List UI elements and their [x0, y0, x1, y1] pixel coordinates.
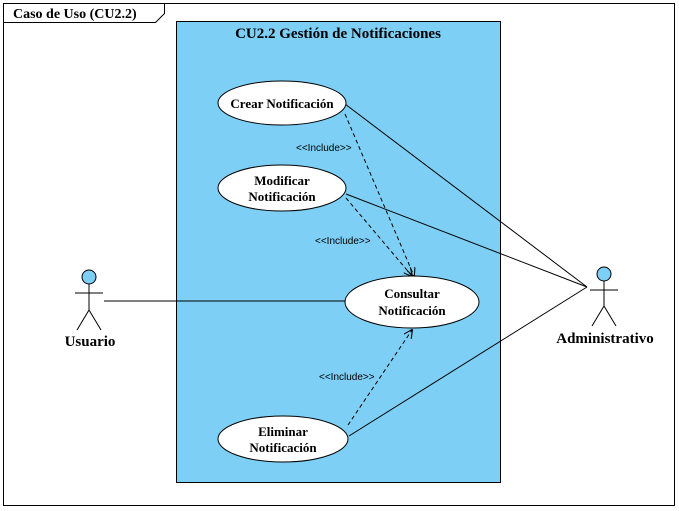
use-case-crear[interactable]: Crear Notificación	[217, 80, 347, 126]
use-case-modificar[interactable]: Modificar Notificación	[217, 164, 347, 212]
use-case-eliminar-line2: Notificación	[249, 440, 317, 455]
actor-administrativo[interactable]: Administrativo	[556, 266, 654, 347]
include-label-2: <<Include>>	[315, 236, 371, 247]
use-case-consultar-line2: Notificación	[378, 303, 446, 318]
system-boundary	[176, 21, 501, 483]
actor-usuario[interactable]: Usuario	[65, 269, 116, 350]
include-label-3: <<Include>>	[319, 372, 375, 383]
use-case-consultar-line1: Consultar	[384, 286, 440, 301]
system-title: CU2.2 Gestión de Notificaciones	[235, 26, 441, 42]
frame-label: Caso de Uso (CU2.2)	[13, 7, 137, 22]
actor-administrativo-label: Administrativo	[556, 331, 654, 347]
association-crear-administrativo	[344, 103, 588, 288]
association-eliminar-administrativo	[348, 286, 588, 437]
use-case-eliminar-line1: Eliminar	[258, 424, 308, 439]
use-case-consultar[interactable]: Consultar Notificación	[344, 275, 480, 329]
include-label-1: <<Include>>	[296, 143, 352, 154]
use-case-eliminar[interactable]: Eliminar Notificación	[217, 415, 349, 463]
use-case-crear-label: Crear Notificación	[230, 96, 334, 111]
association-modificar-administrativo	[345, 193, 588, 288]
use-case-modificar-line2: Notificación	[248, 189, 316, 204]
actor-administrativo-head	[596, 266, 612, 282]
include-eliminar-consultar	[347, 330, 412, 426]
actor-usuario-head	[81, 269, 97, 285]
actor-usuario-label: Usuario	[65, 334, 116, 350]
frame-tab	[3, 3, 165, 23]
include-modificar-consultar	[345, 197, 412, 276]
use-case-modificar-line1: Modificar	[254, 173, 310, 188]
include-crear-consultar	[344, 113, 414, 276]
